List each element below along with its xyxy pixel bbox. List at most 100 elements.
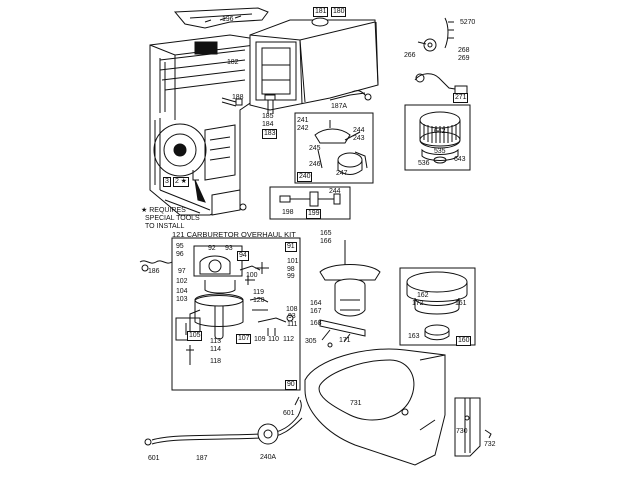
label-100: 100	[246, 272, 258, 279]
label-92: 92	[208, 245, 216, 252]
label-167: 167	[310, 308, 322, 315]
part-162-air-cleaner	[399, 267, 476, 346]
label-731: 731	[350, 400, 362, 407]
part-187-fuel-line	[144, 396, 303, 446]
label-246: 246	[309, 161, 321, 168]
label-118: 118	[210, 358, 221, 365]
label-95: 95	[176, 243, 184, 250]
label-105: 105	[187, 331, 203, 341]
label-5270: 5270	[460, 19, 476, 26]
label-98: 98	[287, 266, 295, 273]
label-247: 247	[336, 170, 348, 177]
label-266: 266	[404, 52, 416, 59]
part-266-clip	[417, 17, 454, 52]
label-160: 160	[456, 336, 472, 346]
label-94: 94	[237, 251, 249, 261]
label-161: 161	[455, 300, 467, 307]
label-196: 196	[222, 16, 234, 23]
note-line1: ★ REQUIRES	[141, 207, 186, 214]
label-244b: 244	[329, 188, 341, 195]
part-186-spring	[139, 260, 173, 272]
label-109: 109	[254, 336, 266, 343]
label-168: 168	[310, 320, 322, 327]
part-3-bracket	[192, 170, 199, 181]
label-182: 182	[227, 59, 239, 66]
note-line3: TO INSTALL	[145, 223, 185, 230]
label-642: 642	[434, 128, 446, 135]
part-198-fittings	[269, 186, 351, 220]
label-243: 243	[353, 135, 365, 142]
label-110: 110	[268, 336, 279, 343]
label-164: 164	[310, 300, 322, 307]
note-line2: SPECIAL TOOLS	[145, 215, 200, 222]
label-171: 171	[339, 337, 351, 344]
part-271-bracket	[414, 73, 468, 95]
label-199: 199	[306, 209, 322, 219]
label-643: 643	[454, 156, 466, 163]
label-241: 241	[297, 117, 309, 124]
label-111: 111	[287, 321, 298, 328]
label-269: 269	[458, 55, 470, 62]
label-172: 172	[412, 300, 424, 307]
label-2: 2 ★	[173, 177, 189, 187]
label-242: 242	[297, 125, 309, 132]
part-732-screw	[484, 429, 492, 439]
label-104: 104	[176, 288, 188, 295]
label-99: 99	[287, 273, 295, 280]
label-93: 93	[225, 245, 233, 252]
label-113: 113	[210, 338, 221, 345]
label-93b: 93	[288, 313, 296, 320]
label-271: 271	[453, 93, 469, 103]
kit-title: 121 CARBURETOR OVERHAUL KIT	[172, 230, 296, 239]
label-601: 601	[283, 410, 295, 417]
label-730: 730	[456, 428, 468, 435]
label-101: 101	[287, 258, 299, 265]
label-108: 108	[286, 306, 298, 313]
label-185: 185	[262, 113, 274, 120]
label-184: 184	[262, 121, 274, 128]
part-196-shroud	[173, 7, 269, 29]
part-164-pump	[319, 240, 381, 348]
label-112: 112	[283, 336, 294, 343]
part-188-bolt	[221, 97, 243, 107]
label-186: 186	[148, 268, 160, 275]
label-3: 3	[163, 177, 171, 187]
label-536: 536	[418, 160, 430, 167]
label-165: 165	[320, 230, 332, 237]
label-732: 732	[484, 441, 496, 448]
label-96: 96	[176, 251, 184, 258]
part-731-housing	[304, 348, 446, 466]
group-kit-box	[171, 237, 301, 391]
label-244: 244	[353, 127, 365, 134]
label-187: 187	[196, 455, 208, 462]
group-240-box	[294, 112, 374, 184]
label-107: 107	[236, 334, 252, 344]
label-114: 114	[210, 346, 221, 353]
label-90: 90	[285, 380, 297, 390]
part-730-bracket	[454, 397, 481, 457]
label-103: 103	[176, 296, 188, 303]
label-187a: 187A	[331, 103, 347, 110]
label-188: 188	[232, 94, 244, 101]
label-245: 245	[309, 145, 321, 152]
label-163: 163	[408, 333, 420, 340]
part-182-engine-block	[149, 34, 263, 216]
label-180: 180	[331, 7, 347, 17]
label-305: 305	[305, 338, 317, 345]
label-601b: 601	[148, 455, 160, 462]
label-240a: 240A	[260, 454, 276, 461]
label-181: 181	[313, 7, 329, 17]
label-240: 240	[297, 172, 313, 182]
label-535: 535	[434, 148, 446, 155]
label-119: 119	[253, 289, 264, 296]
label-102: 102	[176, 278, 188, 285]
label-183: 183	[262, 129, 278, 139]
label-166: 166	[320, 238, 332, 245]
part-642-air-cleaner	[404, 104, 471, 171]
part-tank	[249, 17, 379, 111]
label-198: 198	[282, 209, 294, 216]
label-162: 162	[417, 292, 429, 299]
label-97: 97	[178, 268, 186, 275]
